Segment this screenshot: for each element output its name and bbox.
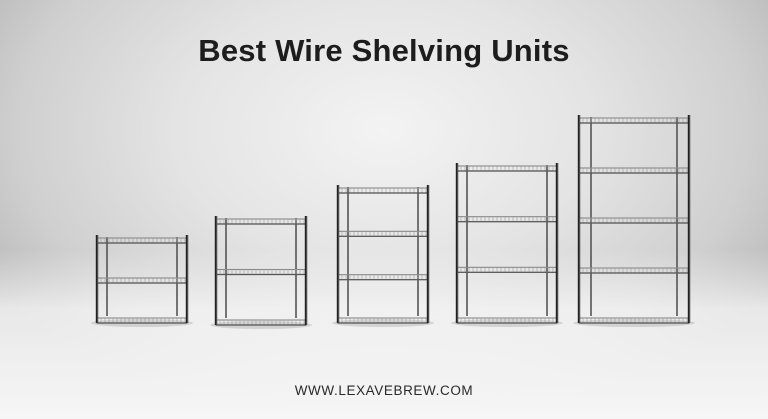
wire-shelf	[215, 218, 307, 225]
shelving-unit	[451, 163, 563, 327]
wire-shelf	[578, 167, 690, 174]
wire-shelf	[456, 165, 558, 172]
wire-shelf	[337, 187, 429, 194]
website-url: WWW.LEXAVEBREW.COM	[294, 383, 474, 398]
wire-shelf	[578, 267, 690, 274]
shelving-unit	[332, 185, 434, 327]
wire-shelf	[337, 274, 429, 281]
wire-shelf	[96, 237, 188, 244]
wire-shelf	[96, 277, 188, 284]
wire-shelf	[456, 216, 558, 223]
wire-shelf	[456, 266, 558, 273]
page-title: Best Wire Shelving Units	[198, 33, 570, 68]
shelving-unit	[91, 235, 193, 327]
wire-shelf	[578, 217, 690, 224]
shelving-unit	[573, 115, 695, 327]
shelving-unit	[210, 216, 312, 329]
wire-shelf	[337, 230, 429, 237]
wire-shelf	[578, 117, 690, 124]
wire-shelf	[215, 268, 307, 276]
